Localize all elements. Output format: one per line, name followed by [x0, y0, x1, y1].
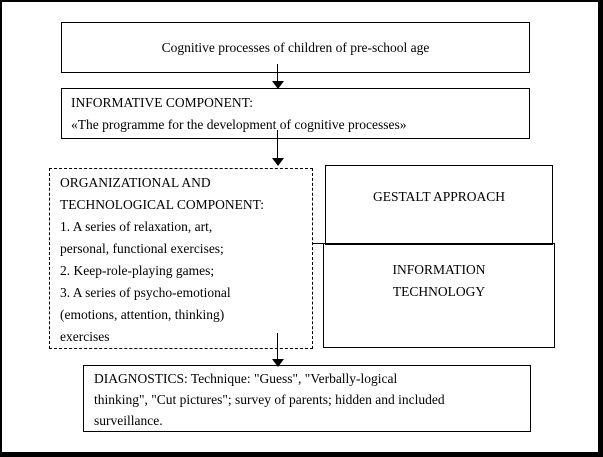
arrow-down-informative-to-organizational	[272, 130, 284, 166]
connector-line	[312, 243, 326, 244]
box-gestalt-approach: GESTALT APPROACH	[325, 165, 553, 245]
arrow-down-top-to-informative	[272, 64, 284, 89]
arrow-head-icon	[272, 359, 284, 367]
box-informative-component: INFORMATIVE COMPONENT: «The programme fo…	[61, 88, 530, 139]
arrow-shaft	[277, 333, 278, 360]
box-gestalt-approach-label: GESTALT APPROACH	[372, 189, 506, 204]
arrow-shaft	[277, 64, 278, 82]
box-organizational-technological-component: ORGANIZATIONAL AND TECHNOLOGICAL COMPONE…	[49, 168, 313, 349]
box-cognitive-processes: Cognitive processes of children of pre-s…	[61, 22, 530, 73]
box-information-technology: INFORMATION TECHNOLOGY	[323, 243, 555, 348]
box-cognitive-processes-label: Cognitive processes of children of pre-s…	[161, 39, 430, 55]
arrow-down-organizational-to-diagnostics	[272, 333, 284, 367]
arrow-head-icon	[272, 158, 284, 166]
arrow-shaft	[277, 130, 278, 159]
arrow-head-icon	[272, 81, 284, 89]
box-diagnostics: DIAGNOSTICS: Technique: "Guess", "Verbal…	[83, 365, 531, 432]
